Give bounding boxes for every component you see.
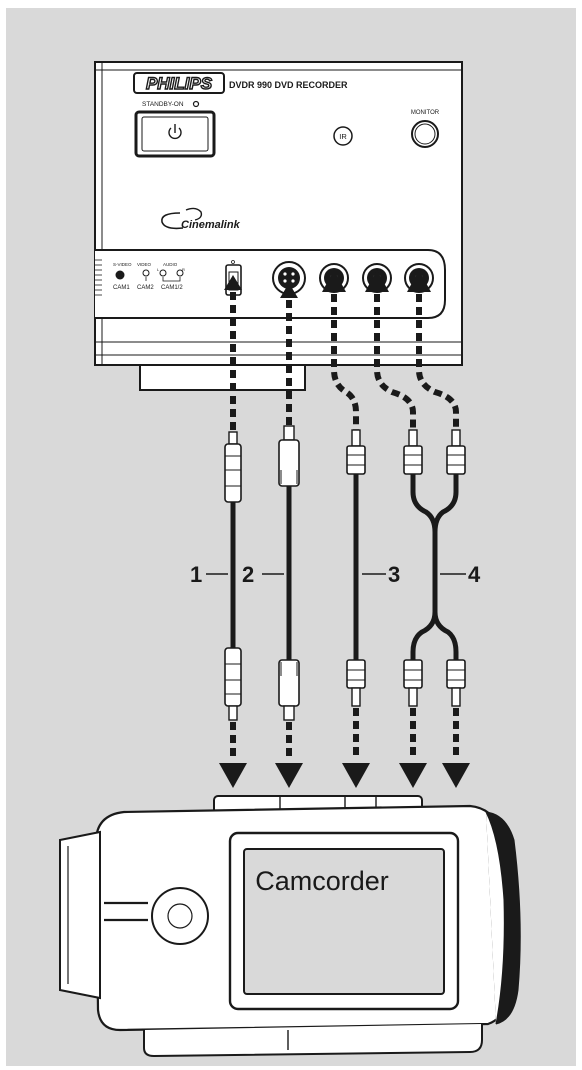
audio-l-jack-front[interactable] xyxy=(159,269,167,277)
cinemalink-text: Cinemalink xyxy=(181,219,241,231)
brand-logo: PHILIPS xyxy=(146,74,213,93)
svideo-input-jack[interactable] xyxy=(272,261,306,295)
cable-2-svideo xyxy=(275,283,303,788)
cable-4-audio xyxy=(365,270,470,788)
cable-1-dv xyxy=(219,275,247,788)
philips-logo-box xyxy=(133,72,225,94)
audio-label: AUDIO xyxy=(163,262,178,267)
monitor-label: MONITOR xyxy=(411,110,440,116)
cable-label-3: 3 xyxy=(388,562,400,587)
arrow-up-icon xyxy=(224,275,242,290)
video-jack-front[interactable] xyxy=(142,269,150,277)
svideo-jack-front[interactable] xyxy=(115,270,125,280)
arrow-down-icon xyxy=(275,763,303,788)
cam2-label: CAM2 xyxy=(137,285,154,291)
cable-label-1: 1 xyxy=(190,562,202,587)
audio-r-label: R xyxy=(182,267,185,272)
monitor-button[interactable] xyxy=(411,120,439,148)
arrow-up-icon xyxy=(322,270,346,292)
arrow-up-icon xyxy=(280,283,298,298)
arrow-up-icon xyxy=(407,270,431,292)
audio-r-jack-front[interactable] xyxy=(176,269,184,277)
power-icon xyxy=(168,124,182,140)
camcorder-display xyxy=(243,848,445,995)
arrow-down-icon xyxy=(342,763,370,788)
svideo-label: S-VIDEO xyxy=(113,262,132,267)
cam1-label: CAM1 xyxy=(113,285,130,291)
cable-label-4: 4 xyxy=(468,562,481,587)
video-label: VIDEO xyxy=(137,262,152,267)
vent-grille xyxy=(95,259,102,296)
arrow-down-icon xyxy=(399,763,427,788)
arrow-up-icon xyxy=(365,270,389,292)
cam12-label: CAM1/2 xyxy=(161,285,183,291)
cable-label-2: 2 xyxy=(242,562,254,587)
audio-l-label: L xyxy=(157,267,160,272)
camcorder xyxy=(59,795,521,1058)
model-label: DVDR 990 DVD RECORDER xyxy=(229,80,348,90)
standby-led-icon xyxy=(192,100,200,108)
standby-button[interactable] xyxy=(134,110,216,158)
standby-label: STANDBY-ON xyxy=(142,101,184,108)
camcorder-label: Camcorder xyxy=(255,866,389,896)
cable-labels: 1 2 3 4 xyxy=(190,562,481,587)
cable-3-video xyxy=(322,270,370,788)
arrow-down-icon xyxy=(219,763,247,788)
cinemalink-logo: Cinemalink xyxy=(161,207,241,231)
arrow-down-icon xyxy=(442,763,470,788)
ir-label: IR xyxy=(339,132,347,141)
ir-sensor: IR xyxy=(333,126,353,146)
